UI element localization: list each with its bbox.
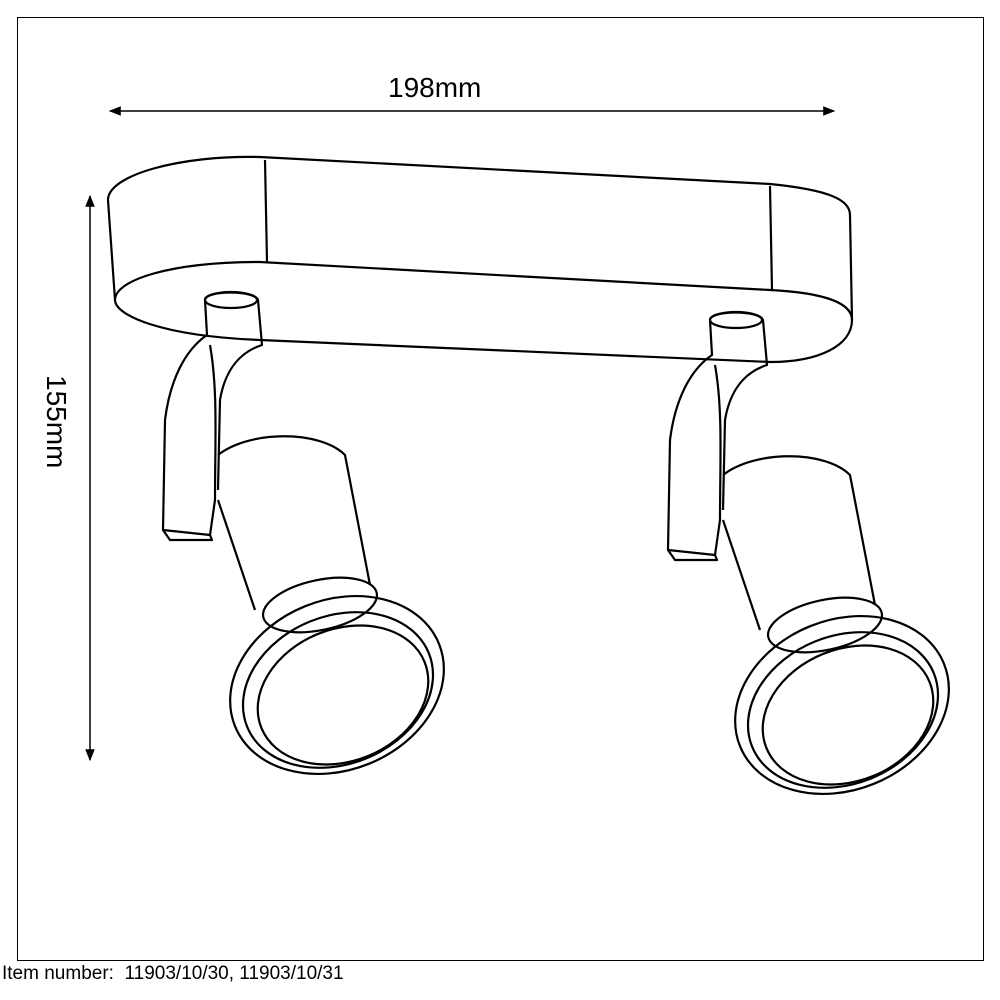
drawing-frame — [17, 17, 984, 961]
item-number-label: Item number: — [2, 963, 114, 984]
spotlight-right — [666, 310, 950, 796]
item-number-value: 11903/10/30, 11903/10/31 — [124, 963, 344, 984]
width-dimension-label: 198mm — [388, 72, 482, 103]
item-number: Item number: 11903/10/30, 11903/10/31 — [2, 963, 344, 985]
spotlight-left — [161, 290, 445, 776]
height-dimension-label: 155mm — [41, 375, 72, 469]
ceiling-base-plate — [106, 155, 854, 364]
